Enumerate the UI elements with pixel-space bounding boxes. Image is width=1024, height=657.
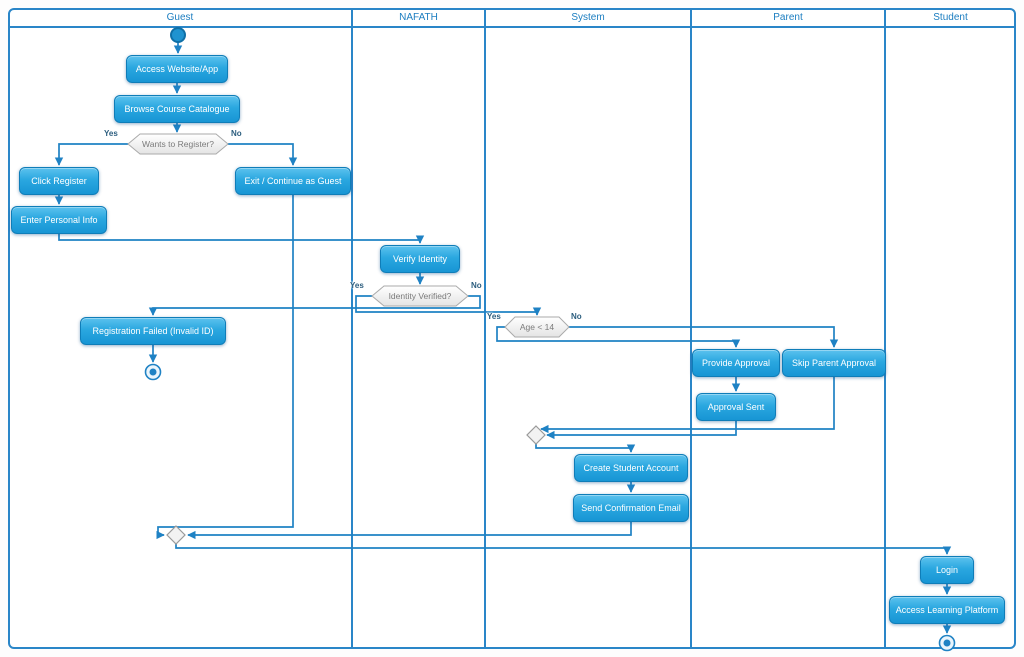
node-exit-guest: Exit / Continue as Guest [235,167,351,195]
decision-label-wants-register: Wants to Register? [142,139,214,149]
lane-header-nafath: NAFATH [399,12,438,23]
decision-label-identity-verified: Identity Verified? [388,291,452,301]
lane-header-parent: Parent [773,12,803,23]
node-send-confirmation-email: Send Confirmation Email [573,494,689,522]
lane-divider [690,9,692,648]
lane-divider [351,9,353,648]
lane-header-system: System [571,12,605,23]
edge-label-identity-no: No [471,281,482,290]
node-click-register: Click Register [19,167,99,195]
edge-label-register-yes: Yes [104,129,118,138]
node-access-learning-platform: Access Learning Platform [889,596,1005,624]
lane-divider [484,9,486,648]
node-access-website: Access Website/App [126,55,228,83]
lane-divider [884,9,886,648]
lane-header-student: Student [933,12,968,23]
node-enter-personal-info: Enter Personal Info [11,206,107,234]
decision-label-age-check: Age < 14 [519,322,555,332]
lane-header-guest: Guest [166,12,194,23]
edge-label-age-yes: Yes [487,312,501,321]
header-divider [9,26,1015,28]
edge-label-age-no: No [571,312,582,321]
node-login: Login [920,556,974,584]
node-create-student-account: Create Student Account [574,454,688,482]
node-browse-catalogue: Browse Course Catalogue [114,95,240,123]
edge-label-identity-yes: Yes [350,281,364,290]
node-registration-failed: Registration Failed (Invalid ID) [80,317,226,345]
node-verify-identity: Verify Identity [380,245,460,273]
node-skip-parent-approval: Skip Parent Approval [782,349,886,377]
edge-label-register-no: No [231,129,242,138]
node-approval-sent: Approval Sent [696,393,776,421]
node-provide-approval: Provide Approval [692,349,780,377]
